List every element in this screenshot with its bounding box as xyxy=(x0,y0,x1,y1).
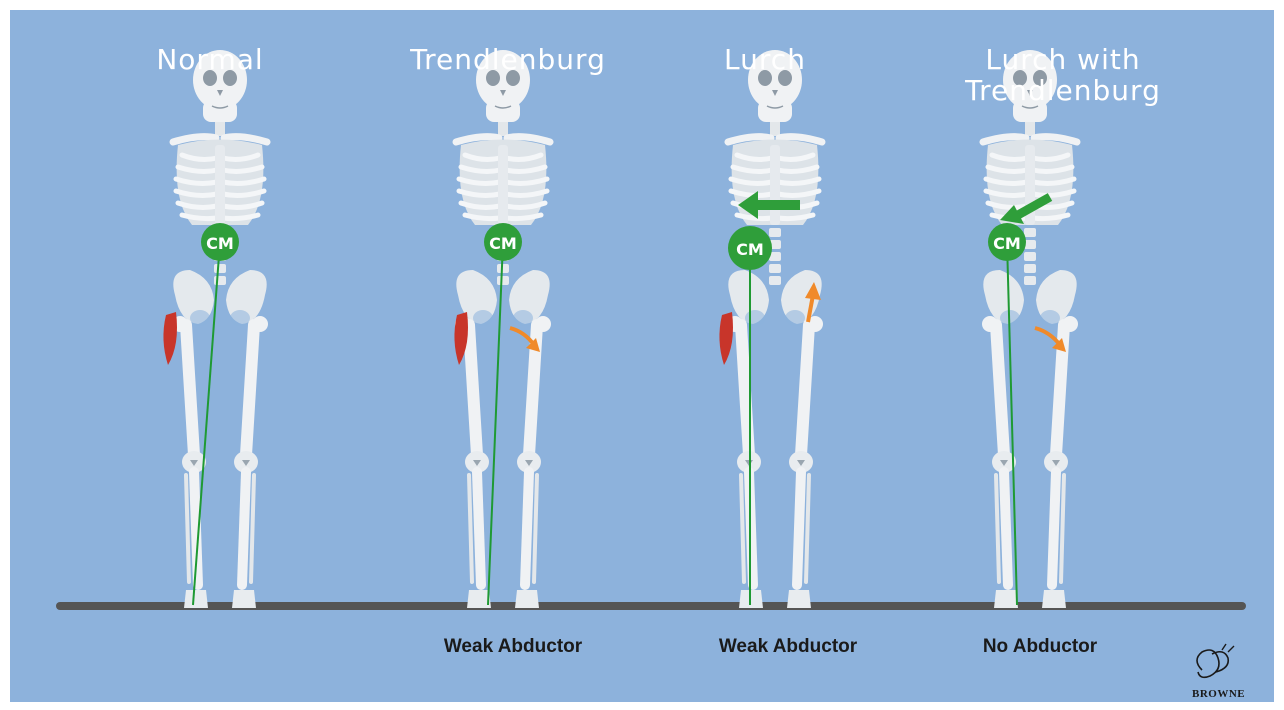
caption-trendlenburg: Weak Abductor xyxy=(403,636,623,658)
abductor-muscle xyxy=(719,312,733,365)
skeleton-normal: CM xyxy=(163,50,268,608)
diagram-canvas: CM CM CM xyxy=(10,10,1274,702)
skeleton-lurch: CM xyxy=(719,50,823,608)
caption-lurch: Weak Abductor xyxy=(678,636,898,658)
cm-label: CM xyxy=(993,234,1021,253)
title-lurch-with: Lurch with xyxy=(948,45,1178,75)
browne-wordmark: BROWNE xyxy=(1192,688,1245,700)
browne-logo xyxy=(1197,644,1234,677)
caption-lurch-trendlenburg: No Abductor xyxy=(930,636,1150,658)
title-lurch: Lurch xyxy=(690,45,840,75)
skeleton-lurch-trendlenburg: CM xyxy=(982,50,1078,608)
lurch-arrow-shaft xyxy=(755,200,800,210)
title-normal: Normal xyxy=(120,45,300,75)
force-arrow xyxy=(1035,328,1060,345)
cm-label: CM xyxy=(489,234,517,253)
abductor-muscle xyxy=(163,312,177,365)
cm-label: CM xyxy=(206,234,234,253)
title-trendlenburg: Trendlenburg xyxy=(393,45,623,75)
skeleton-trendlenburg: CM xyxy=(454,50,551,608)
title-lurch-trendlenburg: Trendlenburg xyxy=(948,76,1178,106)
gait-diagram: CM CM CM xyxy=(10,10,1274,702)
cm-label: CM xyxy=(736,240,764,259)
